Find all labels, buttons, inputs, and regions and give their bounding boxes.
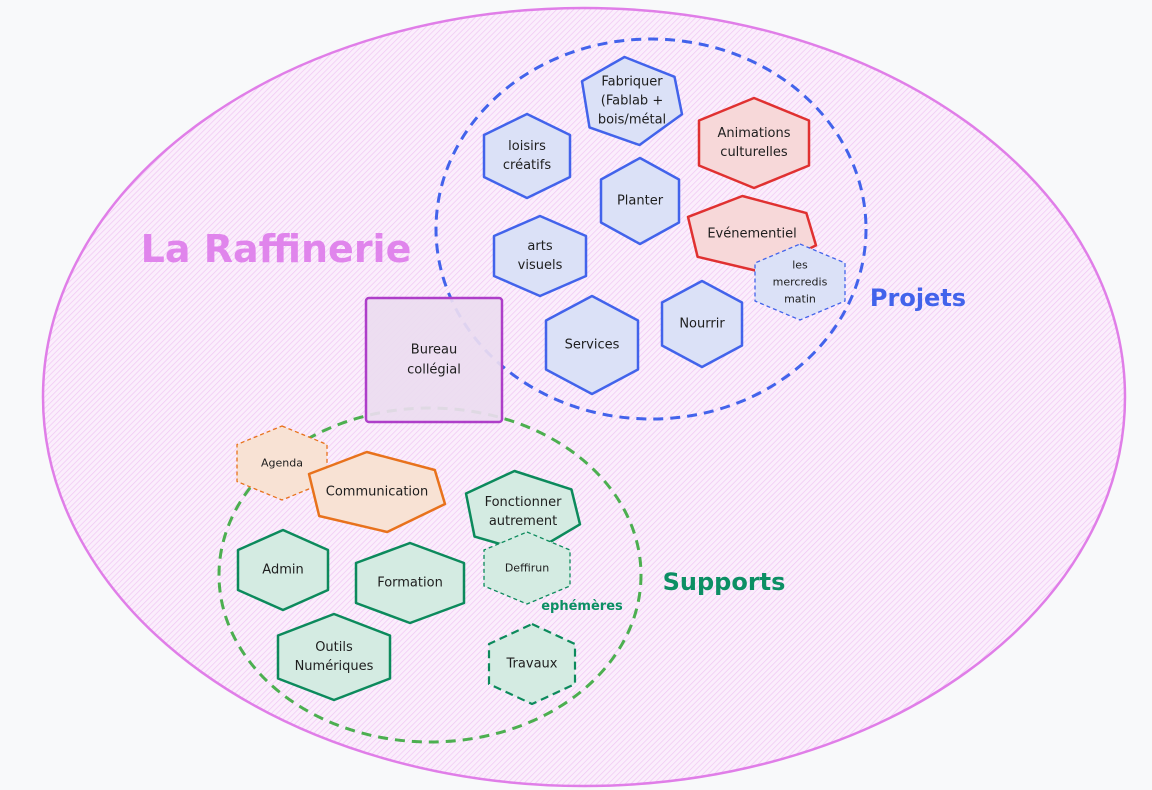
arts-visuels-node[interactable]: arts visuels: [492, 214, 588, 298]
planter-hexagon[interactable]: [599, 156, 681, 246]
fabriquer-node[interactable]: Fabriquer (Fablab + bois/métal: [580, 55, 684, 147]
admin-hexagon[interactable]: [236, 528, 330, 612]
les-mercredis-matin-label-line: les: [792, 259, 808, 272]
nourrir-label-line: Nourrir: [679, 317, 725, 332]
outils-numeriques-label-line: Numériques: [295, 659, 374, 674]
deffirun-label-line: Deffirun: [505, 562, 549, 575]
arts-visuels-label-line: arts: [527, 239, 552, 254]
nourrir-node[interactable]: Nourrir: [660, 279, 744, 369]
planter-label-line: Planter: [617, 194, 664, 209]
communication-label-line: Communication: [326, 485, 428, 500]
travaux-hexagon[interactable]: [487, 622, 577, 706]
loisirs-creatifs-node[interactable]: loisirs créatifs: [482, 112, 572, 200]
projets-group-circle[interactable]: [434, 37, 868, 421]
les-mercredis-matin-label-line: matin: [784, 293, 816, 306]
outils-numeriques-hexagon[interactable]: [276, 612, 392, 702]
deffirun-hexagon[interactable]: [483, 531, 571, 605]
fabriquer-label-line: (Fablab +: [601, 94, 663, 109]
bureau-collegial-box[interactable]: [364, 296, 504, 424]
services-node[interactable]: Services: [544, 294, 640, 396]
bureau-collegial-line-1: Bureau: [411, 343, 457, 358]
les-mercredis-matin-label-line: mercredis: [773, 276, 828, 289]
animations-culturelles-hexagon[interactable]: [697, 96, 811, 190]
les-mercredis-matin-hexagon[interactable]: [754, 243, 846, 321]
ephemeres-label: ephémères: [541, 599, 623, 614]
communication-node[interactable]: Communication: [307, 450, 447, 534]
evenementiel-label-line: Evénementiel: [707, 227, 796, 242]
admin-label-line: Admin: [262, 563, 303, 578]
loisirs-creatifs-label-line: créatifs: [503, 158, 551, 173]
agenda-hexagon[interactable]: [236, 425, 328, 501]
hexagon-nodes: Fabriquer (Fablab + bois/métal loisirs créat…: [236, 55, 846, 706]
travaux-node[interactable]: Travaux: [487, 622, 577, 706]
arts-visuels-hexagon[interactable]: [492, 214, 588, 298]
fonctionner-autrement-label-line: Fonctionner: [485, 495, 562, 510]
animations-culturelles-label-line: culturelles: [720, 145, 788, 160]
loisirs-creatifs-label-line: loisirs: [508, 139, 546, 154]
la-raffinerie-title: La Raffinerie: [141, 227, 412, 271]
services-label-line: Services: [565, 338, 620, 353]
agenda-node[interactable]: Agenda: [236, 425, 328, 501]
travaux-label-line: Travaux: [506, 657, 558, 672]
bureau-collegial-line-2: collégial: [407, 363, 461, 378]
fonctionner-autrement-label-line: autrement: [489, 514, 557, 529]
services-hexagon[interactable]: [544, 294, 640, 396]
planter-node[interactable]: Planter: [599, 156, 681, 246]
formation-label-line: Formation: [377, 576, 443, 591]
loisirs-creatifs-hexagon[interactable]: [482, 112, 572, 200]
animations-culturelles-node[interactable]: Animations culturelles: [697, 96, 811, 190]
projets-label: Projets: [870, 284, 966, 312]
fabriquer-label-line: Fabriquer: [601, 75, 663, 90]
agenda-label-line: Agenda: [261, 457, 303, 470]
fabriquer-label-line: bois/métal: [598, 113, 666, 128]
animations-culturelles-label-line: Animations: [717, 126, 790, 141]
formation-node[interactable]: Formation: [354, 541, 466, 625]
admin-node[interactable]: Admin: [236, 528, 330, 612]
nourrir-hexagon[interactable]: [660, 279, 744, 369]
supports-label: Supports: [663, 568, 786, 596]
la-raffinerie-ellipse[interactable]: [41, 6, 1127, 788]
arts-visuels-label-line: visuels: [518, 258, 563, 273]
deffirun-node[interactable]: Deffirun: [483, 531, 571, 605]
formation-hexagon[interactable]: [354, 541, 466, 625]
fabriquer-hexagon[interactable]: [580, 55, 684, 147]
outils-numeriques-label-line: Outils: [315, 640, 353, 655]
communication-hexagon[interactable]: [307, 450, 447, 534]
bureau-collegial-node[interactable]: Bureau collégial: [364, 296, 504, 424]
les-mercredis-matin-node[interactable]: les mercredis matin: [754, 243, 846, 321]
fonctionner-autrement-node[interactable]: Fonctionner autrement: [464, 469, 582, 555]
